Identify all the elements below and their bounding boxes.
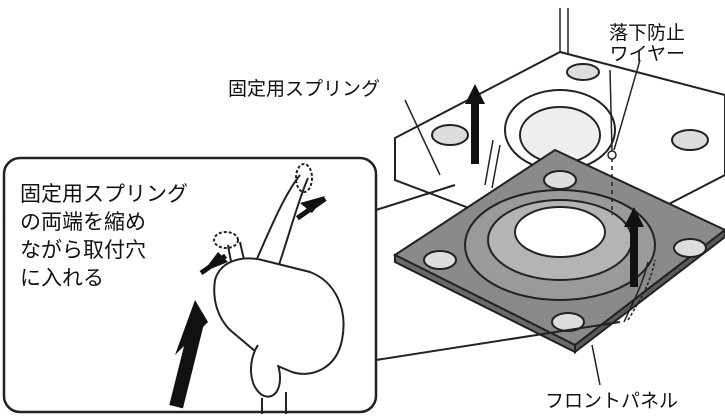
safety-wire <box>607 69 617 215</box>
front-panel <box>392 148 725 355</box>
hand-illustration <box>213 163 345 414</box>
inset-line-2: の両端を縮め <box>20 210 146 234</box>
up-arrow-left <box>465 84 485 164</box>
front-panel-label: フロントパネル <box>545 390 679 412</box>
inset-line-4: に入れる <box>20 266 104 290</box>
inset-line-1: 固定用スプリング <box>20 182 188 206</box>
safety-wire-label: 落下防止 ワイヤー <box>609 23 685 65</box>
spring-label: 固定用スプリング <box>228 78 381 100</box>
squeeze-arrows <box>199 196 327 276</box>
inset-instructions: 固定用スプリング の両端を縮め ながら取付穴 に入れる <box>20 180 188 292</box>
safety-wire-label-line1: 落下防止 <box>609 22 686 44</box>
inset-line-3: ながら取付穴 <box>20 238 146 262</box>
big-up-arrow <box>169 300 208 409</box>
panel-spring-left <box>484 139 501 189</box>
panel-spring-right <box>623 259 656 323</box>
leader-lines <box>404 59 641 386</box>
up-arrow-right <box>624 207 644 287</box>
safety-wire-label-line2: ワイヤー <box>609 43 686 65</box>
callout-lines <box>375 184 621 361</box>
